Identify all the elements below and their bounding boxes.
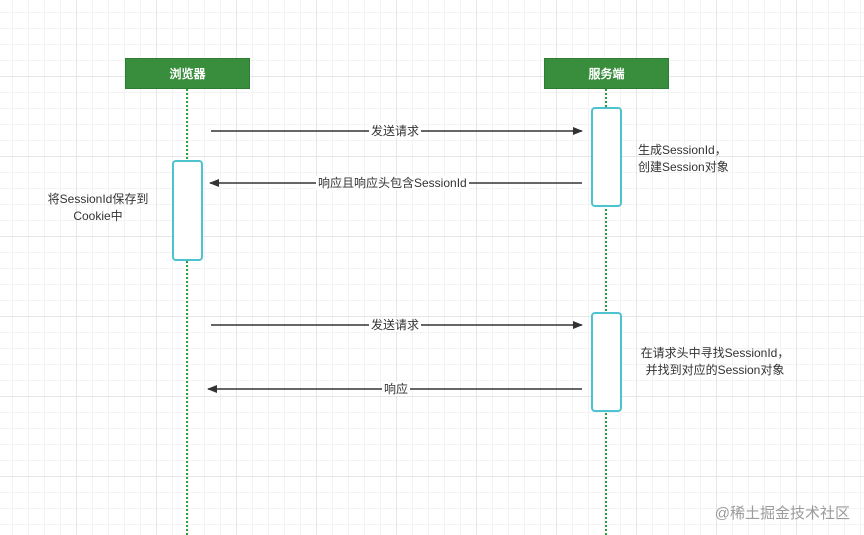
message-label-request-2: 发送请求 — [369, 318, 422, 332]
note-server-1-line-1: 生成SessionId， — [638, 143, 727, 157]
watermark: @稀土掘金技术社区 — [714, 505, 850, 522]
activation-browser-1 — [172, 160, 203, 261]
message-label-request-1: 发送请求 — [369, 124, 422, 138]
lifeline-browser — [186, 89, 188, 535]
note-server-2-line-2: 并找到对应的Session对象 — [645, 363, 785, 377]
note-browser-1: 将SessionId保存到 Cookie中 — [40, 191, 156, 225]
note-server-1-line-2: 创建Session对象 — [638, 160, 729, 174]
note-browser-1-line-1: 将SessionId保存到 — [47, 192, 149, 206]
lane-header-server: 服务端 — [544, 58, 669, 89]
activation-server-2 — [591, 312, 622, 412]
note-browser-1-line-2: Cookie中 — [73, 209, 123, 223]
note-server-2: 在请求头中寻找SessionId， 并找到对应的Session对象 — [630, 345, 800, 379]
note-server-2-line-1: 在请求头中寻找SessionId， — [640, 346, 790, 360]
activation-server-1 — [591, 107, 622, 207]
lane-header-browser: 浏览器 — [125, 58, 250, 89]
message-label-response-2: 响应 — [382, 382, 411, 396]
note-server-1: 生成SessionId， 创建Session对象 — [638, 142, 729, 176]
message-label-response-1: 响应且响应头包含SessionId — [316, 176, 469, 190]
